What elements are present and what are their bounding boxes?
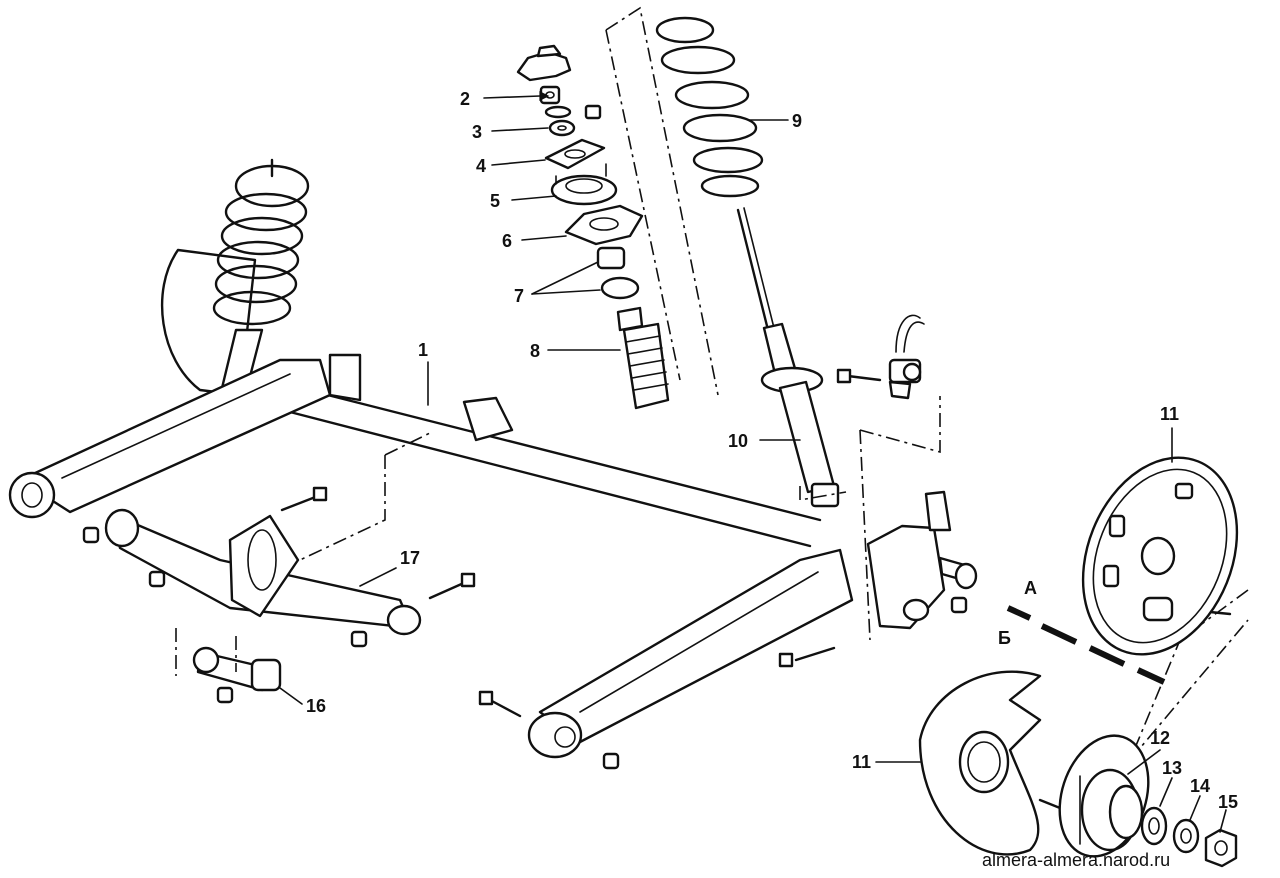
callout-1: 1 <box>418 340 428 360</box>
shock-absorber <box>736 207 840 508</box>
callout-13: 13 <box>1162 758 1182 778</box>
callout-10: 10 <box>728 431 748 451</box>
callout-17: 17 <box>400 548 420 568</box>
callout-11-drum: 11 <box>1160 404 1179 424</box>
brake-disc-hub <box>1058 734 1150 858</box>
bolts <box>280 368 1232 810</box>
site-watermark: almera-almera.narod.ru <box>982 850 1170 870</box>
assembled-strut <box>160 158 310 397</box>
callout-7: 7 <box>514 286 524 306</box>
stub-axle-carrier <box>866 490 978 630</box>
callout-8: 8 <box>530 341 540 361</box>
callout-12: 12 <box>1150 728 1170 748</box>
abs-sensor <box>888 314 925 400</box>
short-link <box>192 646 282 692</box>
variant-a-label: А <box>1024 578 1037 598</box>
hub-nut <box>1204 828 1238 868</box>
lateral-link <box>104 508 422 636</box>
upper-mount <box>550 163 618 206</box>
mounting-plate <box>544 138 606 170</box>
callout-14: 14 <box>1190 776 1210 796</box>
callout-16: 16 <box>306 696 326 716</box>
callout-5: 5 <box>490 191 500 211</box>
thrust-washer <box>1172 818 1200 854</box>
drum-brake-backing-plate <box>1081 456 1239 656</box>
washer <box>544 104 602 137</box>
strut-top-cap <box>516 44 572 82</box>
variant-separator <box>1006 605 1166 685</box>
spring-seat <box>564 204 644 246</box>
nuts <box>82 526 968 770</box>
callout-11-disc: 11 <box>852 752 871 772</box>
callout-15: 15 <box>1218 792 1238 812</box>
bump-stop-bush <box>596 246 640 300</box>
wheel-bearing <box>1140 806 1168 846</box>
disc-brake-shield <box>918 670 1042 856</box>
callout-2: 2 <box>460 89 470 109</box>
callout-4: 4 <box>476 156 486 176</box>
variant-b-label: Б <box>998 628 1011 648</box>
callout-leaders <box>279 91 1227 833</box>
callout-9: 9 <box>792 111 802 131</box>
rear-beam-axle <box>8 353 854 759</box>
callout-3: 3 <box>472 122 482 142</box>
dust-boot <box>616 306 670 410</box>
coil-spring <box>655 16 764 198</box>
callout-6: 6 <box>502 231 512 251</box>
group-frame <box>605 6 719 396</box>
group-frame <box>605 29 681 381</box>
